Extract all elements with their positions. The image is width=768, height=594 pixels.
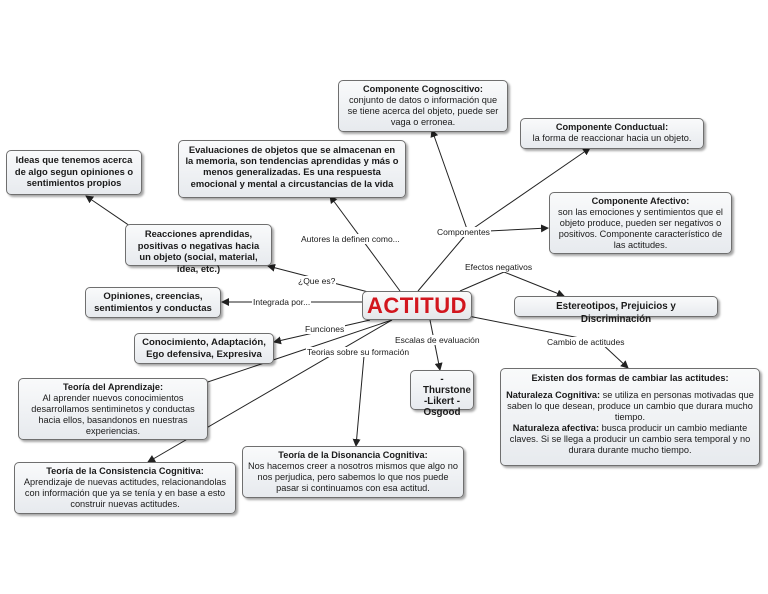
label-escalas: Escalas de evaluación bbox=[394, 335, 481, 345]
label-efectos: Efectos negativos bbox=[464, 262, 534, 272]
node-text: Conocimiento, Adaptación, Ego defensiva,… bbox=[142, 337, 266, 360]
section-text: se utiliza en personas motivadas que sab… bbox=[507, 390, 754, 422]
node-componente-conductual: Componente Conductual: la forma de reacc… bbox=[520, 118, 704, 149]
link-cognoscitivo bbox=[430, 129, 469, 233]
label-autores: Autores la definen como... bbox=[300, 234, 401, 244]
node-text: Ideas que tenemos acerca de algo segun o… bbox=[14, 154, 134, 188]
node-componente-cognoscitivo: Componente Cognoscitivo: conjunto de dat… bbox=[338, 80, 508, 132]
central-node-title: ACTITUD bbox=[366, 293, 468, 318]
node-text: Evaluaciones de objetos que se almacenan… bbox=[185, 144, 399, 189]
section-label: Naturaleza Cognitiva: bbox=[506, 390, 601, 400]
node-teoria-aprendizaje: Teoría del Aprendizaje: Al aprender nuev… bbox=[18, 378, 208, 440]
node-text: son las emociones y sentimientos que el … bbox=[558, 207, 723, 250]
node-escalas: -Thurstone -Likert -Osgood bbox=[410, 370, 474, 418]
node-teoria-consistencia: Teoría de la Consistencia Cognitiva: Apr… bbox=[14, 462, 236, 514]
central-node: ACTITUD bbox=[362, 291, 472, 320]
node-title: Teoría de la Consistencia Cognitiva: bbox=[46, 466, 204, 476]
node-evaluaciones: Evaluaciones de objetos que se almacenan… bbox=[178, 140, 406, 198]
link-escalas bbox=[429, 319, 443, 371]
node-cambio-actitudes: Existen dos formas de cambiar las actitu… bbox=[500, 368, 760, 466]
node-text: Nos hacemos creer a nosotros mismos que … bbox=[248, 461, 458, 493]
node-text: Estereotipos, Prejuicios y Discriminació… bbox=[556, 301, 676, 325]
node-text: conjunto de datos o información que se t… bbox=[347, 95, 499, 127]
node-text: Al aprender nuevos conocimientos desarro… bbox=[31, 393, 195, 436]
node-text: Reacciones aprendidas, positivas o negat… bbox=[137, 228, 260, 274]
link-ideas bbox=[85, 195, 131, 227]
node-text: Aprendizaje de nuevas actitudes, relacio… bbox=[23, 477, 227, 509]
label-funciones: Funciones bbox=[304, 324, 346, 334]
label-componentes: Componentes bbox=[436, 227, 491, 237]
node-reacciones: Reacciones aprendidas, positivas o negat… bbox=[125, 224, 272, 274]
link-teoria-disonancia bbox=[352, 355, 365, 447]
node-title: Componente Conductual: bbox=[555, 122, 669, 132]
node-componente-afectivo: Componente Afectivo: son las emociones y… bbox=[549, 192, 732, 254]
label-que-es: ¿Que es? bbox=[297, 276, 337, 286]
node-title: Componente Afectivo: bbox=[591, 196, 690, 206]
node-teoria-disonancia: Teoría de la Disonancia Cognitiva: Nos h… bbox=[242, 446, 464, 498]
node-text: -Thurstone -Likert -Osgood bbox=[423, 374, 471, 418]
node-title: Existen dos formas de cambiar las actitu… bbox=[531, 373, 729, 383]
node-section-afectiva: Naturaleza afectiva: busca producir un c… bbox=[506, 423, 754, 456]
label-teorias: Teorias sobre su formación bbox=[306, 347, 411, 357]
node-text: la forma de reaccionar hacia un objeto. bbox=[532, 133, 692, 143]
node-text: Opiniones, creencias, sentimientos y con… bbox=[94, 291, 212, 314]
node-title: Teoría del Aprendizaje: bbox=[62, 382, 164, 392]
section-text: busca producir un cambio mediante claves… bbox=[509, 423, 751, 455]
node-funciones: Conocimiento, Adaptación, Ego defensiva,… bbox=[134, 333, 274, 364]
link-componentes bbox=[417, 231, 469, 292]
label-integrada: Integrada por... bbox=[252, 297, 312, 307]
node-estereotipos: Estereotipos, Prejuicios y Discriminació… bbox=[514, 296, 718, 325]
link-teoria-aprendizaje bbox=[177, 319, 393, 394]
link-efectos bbox=[459, 271, 505, 292]
node-title: Teoría de la Disonancia Cognitiva: bbox=[278, 450, 428, 460]
node-opiniones: Opiniones, creencias, sentimientos y con… bbox=[85, 287, 221, 318]
link-estereotipos bbox=[503, 271, 565, 298]
node-title: Componente Cognoscitivo: bbox=[363, 84, 483, 94]
node-ideas: Ideas que tenemos acerca de algo segun o… bbox=[6, 150, 142, 195]
node-section-cognitiva: Naturaleza Cognitiva: se utiliza en pers… bbox=[506, 390, 754, 423]
section-label: Naturaleza afectiva: bbox=[512, 423, 600, 433]
label-cambio: Cambio de actitudes bbox=[546, 337, 626, 347]
link-conductual bbox=[467, 147, 591, 233]
